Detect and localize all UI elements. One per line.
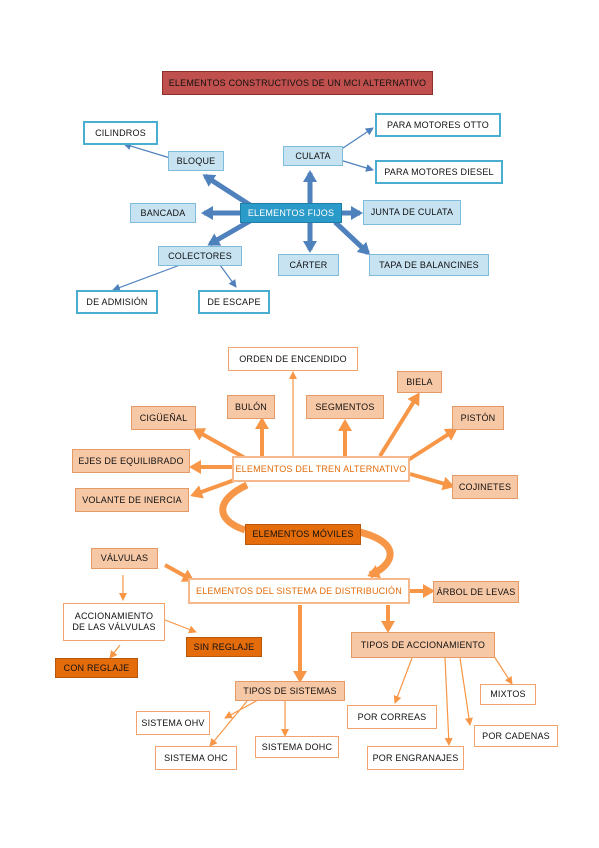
node-elementos-moviles: ELEMENTOS MÓVILES: [245, 524, 361, 545]
tren-arrows: [164, 392, 458, 683]
node-cojinetes: COJINETES: [452, 475, 518, 499]
node-para-diesel: PARA MOTORES DIESEL: [375, 160, 503, 184]
moviles-curve: [219, 481, 394, 575]
node-sistema-dohc: SISTEMA DOHC: [255, 736, 339, 758]
node-colectores: COLECTORES: [158, 246, 242, 266]
node-orden-encendido: ORDEN DE ENCENDIDO: [228, 347, 358, 371]
node-tipos-sistemas: TIPOS DE SISTEMAS: [235, 681, 345, 701]
node-ciguenal: CIGÜEÑAL: [131, 406, 196, 430]
arrow-to-colectores: [207, 218, 252, 247]
node-sin-reglaje: SIN REGLAJE: [186, 637, 262, 657]
node-arbol-levas: ÁRBOL DE LEVAS: [433, 581, 519, 603]
node-volante-inercia: VOLANTE DE INERCIA: [75, 488, 189, 512]
diagram1-title: ELEMENTOS CONSTRUCTIVOS DE UN MCI ALTERN…: [162, 71, 433, 95]
node-tipos-accionamiento: TIPOS DE ACCIONAMIENTO: [351, 632, 495, 658]
node-accionamiento-valvulas: ACCIONAMIENTO DE LAS VÁLVULAS: [63, 603, 165, 641]
node-de-escape: DE ESCAPE: [198, 290, 270, 314]
node-sistema-ohv: SISTEMA OHV: [136, 711, 210, 735]
node-de-admision: DE ADMISIÓN: [76, 290, 158, 314]
node-junta-culata: JUNTA DE CULATA: [363, 200, 461, 225]
node-mixtos: MIXTOS: [480, 684, 536, 705]
node-elementos-fijos: ELEMENTOS FIJOS: [240, 203, 342, 223]
node-para-otto: PARA MOTORES OTTO: [375, 113, 501, 137]
node-bloque: BLOQUE: [168, 151, 224, 171]
arrow-to-tapa: [333, 220, 371, 256]
node-biela: BIELA: [397, 371, 442, 393]
distribution-thin-arrows: [109, 575, 513, 747]
node-tren-alternativo: ELEMENTOS DEL TREN ALTERNATIVO: [232, 456, 410, 482]
node-sistema-ohc: SISTEMA OHC: [155, 746, 237, 770]
node-bulon: BULÓN: [227, 395, 275, 419]
node-valvulas: VÁLVULAS: [91, 548, 158, 569]
node-con-reglaje: CON REGLAJE: [55, 658, 138, 678]
node-piston: PISTÓN: [452, 406, 504, 430]
node-segmentos: SEGMENTOS: [306, 395, 384, 419]
node-bancada: BANCADA: [130, 203, 196, 223]
node-tapa-balancines: TAPA DE BALANCINES: [369, 254, 489, 276]
arrow-to-bloque: [202, 173, 252, 208]
node-cilindros: CILINDROS: [83, 121, 158, 145]
fixed-elements-arrows: [201, 170, 371, 256]
node-carter: CÁRTER: [278, 254, 339, 276]
node-por-cadenas: POR CADENAS: [474, 725, 558, 747]
node-ejes-equilibrado: EJES DE EQUILIBRADO: [72, 449, 190, 473]
node-sistema-distribucion: ELEMENTOS DEL SISTEMA DE DISTRIBUCIÓN: [188, 578, 410, 604]
node-por-engranajes: POR ENGRANAJES: [367, 746, 464, 770]
node-culata: CULATA: [283, 146, 343, 166]
fixed-elements-thin-arrows: [112, 127, 374, 292]
node-por-correas: POR CORREAS: [347, 705, 437, 729]
